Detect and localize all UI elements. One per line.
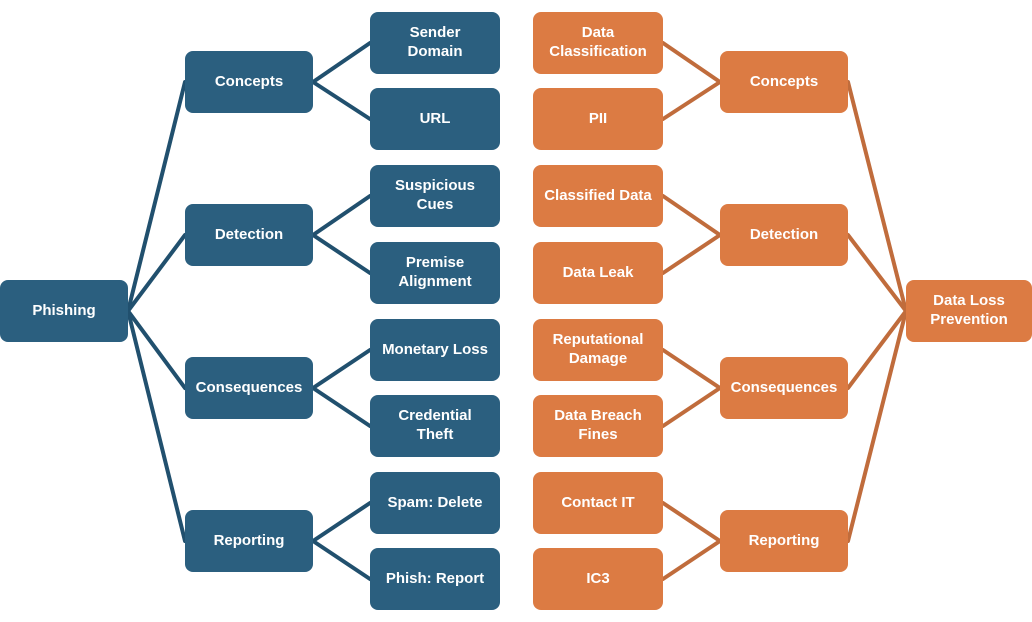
connector (846, 233, 908, 313)
node-premise-alignment: Premise Alignment (370, 242, 500, 304)
node-sender-domain: Sender Domain (370, 12, 500, 74)
node-consequences-right: Consequences (720, 357, 848, 419)
connector (846, 309, 908, 390)
node-suspicious-cues: Suspicious Cues (370, 165, 500, 227)
connector (311, 501, 372, 543)
connector (126, 80, 187, 313)
connector (311, 233, 372, 275)
node-url: URL (370, 88, 500, 150)
connector (311, 41, 372, 84)
connector (126, 233, 187, 313)
connector (661, 194, 722, 237)
node-reporting-left: Reporting (185, 510, 313, 572)
connector (311, 80, 372, 121)
node-pii: PII (533, 88, 663, 150)
node-phish-report: Phish: Report (370, 548, 500, 610)
node-consequences-left: Consequences (185, 357, 313, 419)
connector (311, 539, 372, 581)
connector (311, 194, 372, 237)
node-reputational-damage: Reputational Damage (533, 319, 663, 381)
connector (661, 233, 722, 275)
node-data-leak: Data Leak (533, 242, 663, 304)
connector (311, 386, 372, 428)
node-contact-it: Contact IT (533, 472, 663, 534)
connector (661, 80, 722, 121)
connector (126, 309, 187, 543)
connector (311, 348, 372, 390)
node-concepts-left: Concepts (185, 51, 313, 113)
node-detection-right: Detection (720, 204, 848, 266)
node-credential-theft: Credential Theft (370, 395, 500, 457)
node-data-breach-fines: Data Breach Fines (533, 395, 663, 457)
connector (126, 309, 187, 390)
node-spam-delete: Spam: Delete (370, 472, 500, 534)
node-phishing-root: Phishing (0, 280, 128, 342)
connector (661, 348, 722, 390)
node-monetary-loss: Monetary Loss (370, 319, 500, 381)
connector (661, 41, 722, 84)
node-data-classification: Data Classification (533, 12, 663, 74)
connector (846, 80, 908, 313)
node-classified-data: Classified Data (533, 165, 663, 227)
node-concepts-right: Concepts (720, 51, 848, 113)
connector (661, 386, 722, 428)
connector (846, 309, 908, 543)
connector (661, 539, 722, 581)
node-dlp-root: Data Loss Prevention (906, 280, 1032, 342)
node-reporting-right: Reporting (720, 510, 848, 572)
connector (661, 501, 722, 543)
node-detection-left: Detection (185, 204, 313, 266)
node-ic3: IC3 (533, 548, 663, 610)
